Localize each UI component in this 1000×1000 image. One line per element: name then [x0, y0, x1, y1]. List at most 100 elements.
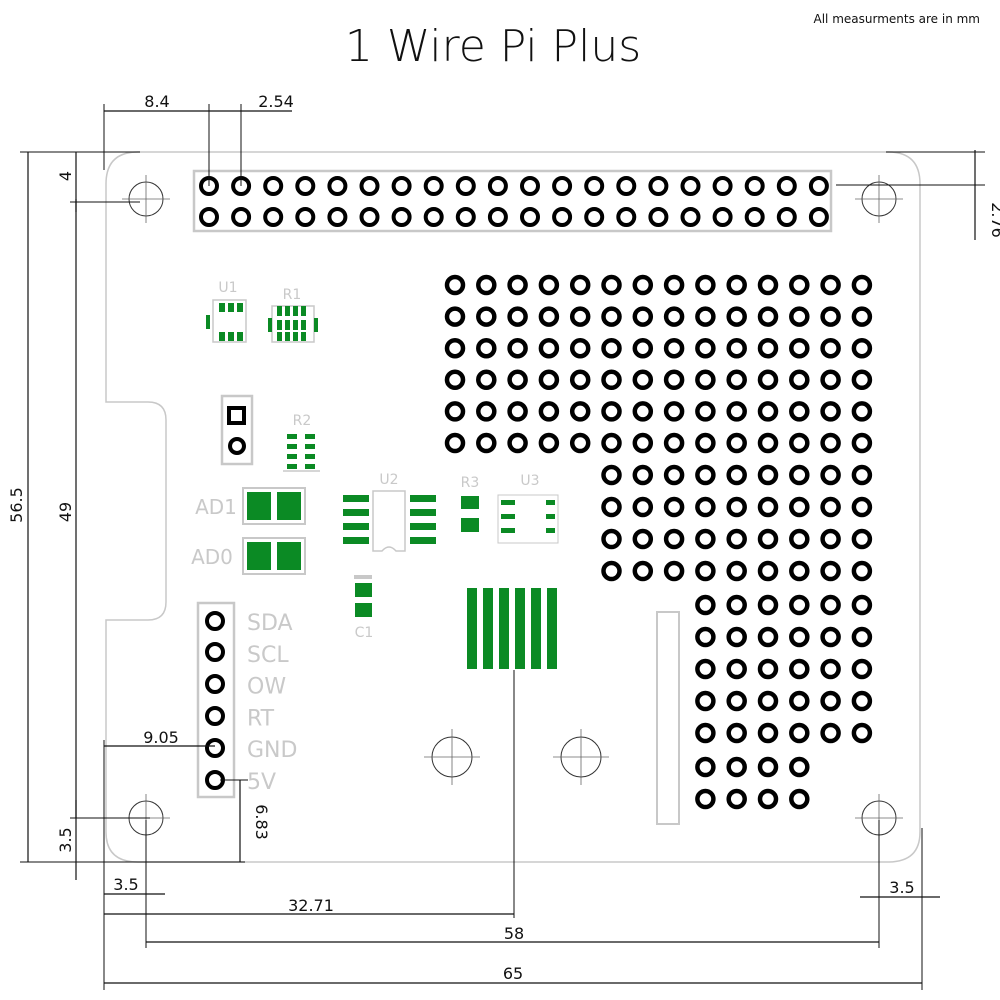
dim-3-5-bottom-right-label: 3.5	[889, 878, 914, 897]
proto-pad	[851, 722, 873, 744]
proto-pad	[789, 306, 810, 327]
gpio-pin	[391, 176, 412, 196]
proto-pad	[632, 337, 654, 359]
r2-label: R2	[293, 413, 312, 429]
proto-pad	[695, 658, 716, 680]
gpio-pin	[520, 207, 540, 227]
r3-label: R3	[461, 475, 480, 491]
proto-pad	[820, 274, 841, 296]
proto-pad	[726, 306, 747, 327]
proto-pad	[601, 496, 622, 518]
gpio-pin	[616, 176, 637, 196]
dimension-4: 4	[45, 151, 140, 212]
mounting-hole-mid-left	[424, 729, 480, 785]
dimension-3-5-bottom-right: 3.5	[860, 828, 940, 990]
gpio-pin	[584, 207, 605, 227]
proto-pad	[695, 496, 716, 518]
proto-pad	[851, 464, 873, 486]
dim-65-label: 65	[503, 964, 523, 983]
proto-pad	[632, 401, 654, 422]
proto-pad	[726, 369, 747, 391]
proto-pad	[444, 306, 466, 327]
proto-pad	[757, 658, 779, 680]
c1-label: C1	[355, 625, 374, 641]
proto-pad	[757, 369, 779, 391]
u3-label: U3	[520, 473, 539, 489]
gpio-pin	[487, 207, 508, 227]
proto-pad	[789, 626, 810, 648]
connector-pin-label: GND	[247, 738, 297, 763]
proto-pad	[820, 560, 841, 582]
copper-pad-array	[467, 588, 557, 669]
dimension-56-5: 56.5	[7, 151, 245, 863]
proto-pad	[538, 401, 560, 422]
gpio-pin	[520, 176, 540, 196]
proto-pad	[663, 528, 685, 550]
proto-pad	[632, 560, 654, 582]
proto-pad	[726, 756, 747, 778]
dimension-3-5-bottom-left: 3.5	[104, 820, 165, 948]
proto-pad	[663, 306, 685, 327]
proto-pad	[476, 274, 497, 296]
gpio-pin	[359, 176, 380, 196]
dimension-49: 49	[56, 199, 77, 818]
proto-pad	[851, 337, 873, 359]
proto-pad	[507, 369, 528, 391]
proto-pad	[569, 432, 591, 454]
proto-pad	[726, 401, 747, 422]
proto-pad	[726, 560, 747, 582]
gpio-pin	[359, 207, 380, 227]
proto-pad	[757, 432, 779, 454]
gpio-pin	[391, 207, 412, 227]
mounting-hole-mid-right	[553, 729, 609, 785]
proto-pad	[851, 626, 873, 648]
proto-pad	[538, 337, 560, 359]
proto-pad	[757, 560, 779, 582]
proto-pad	[726, 722, 747, 744]
dim-56-5-label: 56.5	[7, 487, 26, 523]
proto-pad	[820, 528, 841, 550]
gpio-pin	[327, 176, 348, 196]
gpio-pin	[455, 207, 476, 227]
proto-pad	[695, 560, 716, 582]
proto-pad	[820, 690, 841, 712]
gpio-pin	[776, 207, 797, 227]
slot-outline	[656, 611, 680, 825]
dimension-65: 65	[104, 964, 922, 984]
gpio-pin	[552, 176, 573, 196]
gpio-pin	[744, 176, 765, 196]
proto-pad	[851, 594, 873, 616]
gpio-pin	[808, 207, 829, 227]
proto-pad	[569, 337, 591, 359]
proto-pad	[726, 690, 747, 712]
proto-pad	[601, 306, 622, 327]
proto-pad	[851, 528, 873, 550]
connector-pin-label: RT	[247, 706, 275, 731]
gpio-pin	[712, 176, 733, 196]
proto-pad	[507, 401, 528, 422]
proto-pad	[663, 432, 685, 454]
proto-pad	[663, 560, 685, 582]
proto-pad	[789, 722, 810, 744]
proto-pad	[726, 528, 747, 550]
proto-pad	[789, 496, 810, 518]
proto-pad	[726, 274, 747, 296]
connector-pin-label: OW	[247, 675, 286, 700]
proto-pad	[601, 464, 622, 486]
ad1-label: AD1	[195, 495, 237, 519]
proto-pad	[757, 306, 779, 327]
proto-pad	[695, 594, 716, 616]
proto-pad	[851, 658, 873, 680]
proto-pad	[757, 496, 779, 518]
proto-pad	[538, 369, 560, 391]
proto-pad	[476, 337, 497, 359]
proto-pad	[757, 626, 779, 648]
ad1-jumper: AD1	[195, 487, 306, 525]
proto-pad	[507, 306, 528, 327]
u1-label: U1	[218, 280, 237, 296]
dim-2-76-label: 2.76	[988, 202, 1000, 238]
proto-pad	[695, 788, 716, 810]
dim-8-4-label: 8.4	[144, 92, 169, 111]
proto-pad	[538, 432, 560, 454]
proto-pad	[726, 788, 747, 810]
